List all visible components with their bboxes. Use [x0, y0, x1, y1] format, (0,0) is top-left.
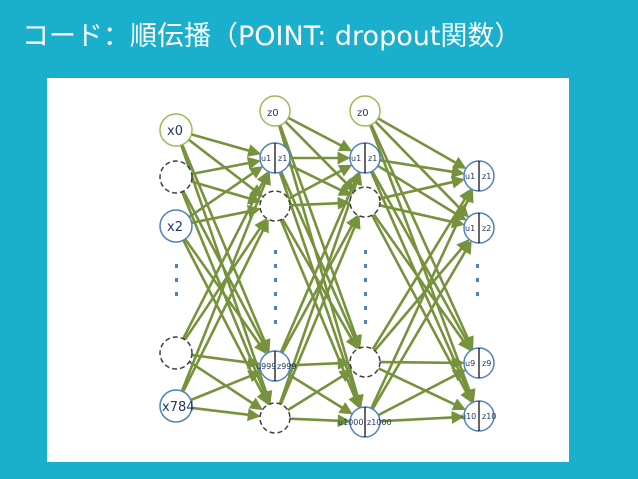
connection-arrow [182, 170, 269, 340]
connection-arrow [190, 370, 262, 402]
connection-arrow [289, 356, 351, 370]
hidden1-node-top: u1 z1 [259, 142, 291, 174]
output-node-9: u9 z9 [463, 347, 495, 379]
connection-arrow [191, 156, 261, 176]
output-layer: u1 z1 u1 z2 u9 z9 u10 z10 [461, 160, 496, 432]
output-node-1-u-label: u1 [465, 172, 475, 181]
connection-arrow [370, 189, 474, 409]
output-node-2: u1 z2 [463, 212, 495, 244]
hidden1-ellipsis [274, 250, 277, 324]
connection-arrow [180, 171, 271, 392]
dropped-input-node [159, 336, 193, 370]
connection-arrow [279, 215, 361, 405]
connection-arrow [379, 175, 465, 200]
output-node-9-z-label: z9 [482, 359, 491, 368]
bias-node-z0-layer1: z0 [259, 95, 291, 127]
bias-node-z0-layer2: z0 [349, 95, 381, 127]
hidden2-ellipsis [364, 250, 367, 324]
output-node-10-u-label: u10 [461, 412, 476, 421]
connection-arrow [379, 159, 465, 179]
connection-arrow [279, 171, 360, 349]
connection-edges [179, 116, 476, 428]
output-node-10: u10 z10 [461, 400, 496, 432]
connection-arrow [184, 238, 267, 355]
connection-arrow [377, 164, 467, 221]
slide-title: コード：順伝播（POINT: dropout関数） [22, 21, 522, 52]
connection-arrow [278, 124, 362, 349]
output-node-2-u-label: u1 [465, 224, 475, 233]
input-ellipsis [175, 264, 178, 296]
connection-arrow [287, 372, 353, 415]
connection-arrow [281, 214, 359, 354]
input-node-x784-label: x784 [162, 400, 195, 415]
hidden1-top-z-label: z1 [278, 154, 287, 163]
input-node-x0-label: x0 [167, 124, 183, 139]
connection-arrow [191, 133, 262, 157]
connection-arrow [370, 124, 474, 350]
connection-arrow [191, 406, 261, 422]
connection-arrow [287, 163, 353, 196]
connection-arrow [188, 166, 264, 218]
diagram-panel: x0 x2 x784 z0 u1 z1 [47, 78, 569, 462]
connection-arrow [371, 188, 472, 350]
hidden1-node-bottom: u999 z999 [256, 350, 296, 382]
input-node-x0: x0 [159, 113, 193, 147]
input-node-x784: x784 [159, 389, 195, 423]
output-node-1-z-label: z1 [482, 172, 491, 181]
hidden-layer-2: z0 u1 z1 u1000 z1000 [338, 95, 392, 438]
connection-arrow [372, 213, 471, 352]
connection-arrow [287, 164, 353, 201]
hidden2-bottom-u-label: u1000 [338, 418, 363, 427]
connection-arrow [377, 369, 467, 417]
output-node-2-z-label: z2 [482, 224, 491, 233]
connection-arrow [289, 414, 351, 428]
connection-arrow [378, 367, 466, 411]
hidden2-node-bottom: u1000 z1000 [338, 406, 392, 438]
connection-arrow [181, 144, 271, 353]
ellipsis-markers [175, 250, 479, 324]
dropped-hidden2-node [349, 186, 381, 218]
neural-network-diagram: x0 x2 x784 z0 u1 z1 [159, 95, 496, 438]
connection-arrow [181, 218, 269, 393]
connection-arrow [287, 116, 353, 152]
connection-arrow [289, 196, 351, 210]
connection-arrow [371, 240, 472, 410]
dropped-hidden1-node [259, 402, 291, 434]
bias-node-z0-label: z0 [357, 108, 369, 119]
hidden2-node-top: u1 z1 [349, 142, 381, 174]
output-node-9-u-label: u9 [465, 359, 475, 368]
hidden-layer-1: z0 u1 z1 u999 z999 [256, 95, 296, 434]
connection-arrow [191, 353, 261, 369]
output-node-10-z-label: z10 [482, 412, 496, 421]
connection-arrow [182, 190, 269, 354]
dropped-hidden1-node [259, 190, 291, 222]
connection-arrow [379, 410, 465, 424]
hidden1-bottom-z-label: z999 [277, 362, 296, 371]
dropped-input-node [159, 160, 193, 194]
hidden1-top-u-label: u1 [261, 154, 271, 163]
connection-arrow [287, 369, 353, 412]
hidden1-bottom-u-label: u999 [256, 362, 276, 371]
connection-arrow [371, 170, 472, 351]
output-ellipsis [476, 264, 479, 296]
bias-node-z0-label: z0 [267, 108, 279, 119]
dropped-hidden2-node [349, 346, 381, 378]
connection-arrow [284, 120, 355, 192]
connection-arrow [373, 238, 470, 352]
input-layer: x0 x2 x784 [159, 113, 195, 423]
connection-arrow [279, 171, 361, 353]
connection-arrow [374, 120, 469, 218]
hidden2-top-u-label: u1 [351, 154, 361, 163]
input-node-x2: x2 [159, 209, 193, 243]
connection-arrow [379, 204, 465, 229]
output-node-1: u1 z1 [463, 160, 495, 192]
hidden2-bottom-z-label: z1000 [367, 418, 392, 427]
input-node-x2-label: x2 [167, 220, 183, 235]
connection-arrow [278, 171, 363, 405]
hidden2-top-z-label: z1 [368, 154, 377, 163]
connection-arrow [377, 117, 467, 169]
